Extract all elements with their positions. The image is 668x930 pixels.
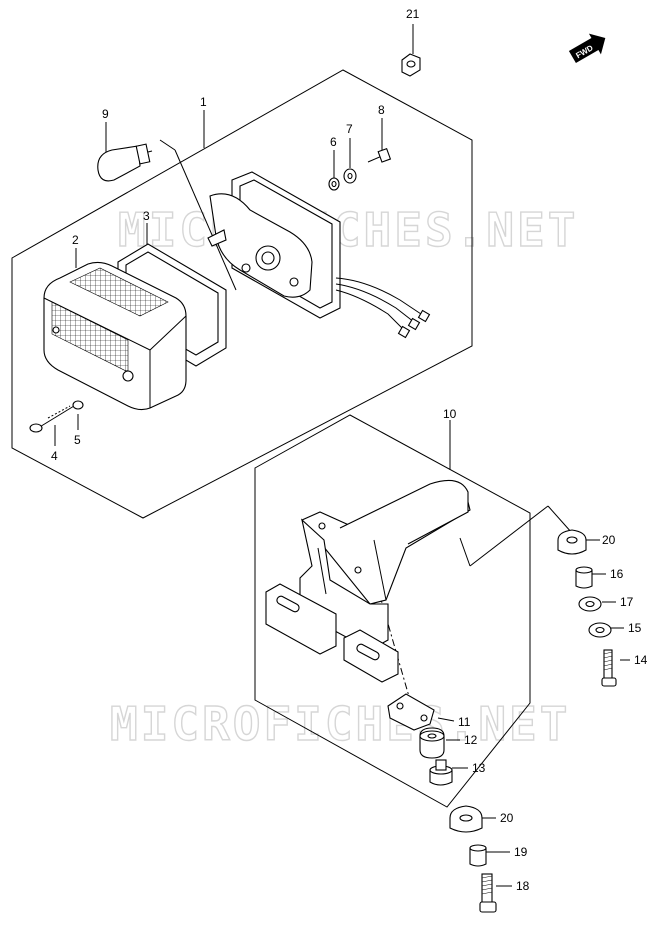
washer-15 (588, 622, 612, 638)
screw-4 (29, 405, 75, 433)
leader-lines (54, 24, 630, 887)
callout-13: 13 (472, 761, 486, 775)
collar-13 (429, 759, 453, 786)
callout-8: 8 (378, 103, 385, 117)
bolt-18 (479, 873, 497, 913)
bolt-8 (367, 147, 392, 163)
callout-1: 1 (200, 95, 207, 109)
callout-19: 19 (514, 845, 528, 859)
assembly-frame-1 (11, 69, 473, 519)
washer-17 (578, 596, 602, 612)
callout-18: 18 (516, 879, 530, 893)
callout-9: 9 (102, 107, 109, 121)
watermark-bottom: MICROFICHES.NET (110, 697, 570, 751)
plate-11 (387, 693, 435, 731)
washer-5 (72, 400, 84, 410)
watermark-top: MICROFICHES.NET (118, 203, 578, 257)
spacer-19 (469, 844, 487, 867)
callout-6: 6 (330, 135, 337, 149)
bulb-9 (97, 143, 153, 182)
callout-12: 12 (464, 733, 478, 747)
fwd-arrow-icon: FWD (568, 33, 606, 64)
callout-2: 2 (72, 233, 79, 247)
nut-20-upper (557, 529, 587, 555)
housing-1 (207, 171, 431, 339)
callout-7: 7 (346, 122, 353, 136)
lens-2 (43, 261, 187, 411)
callout-4: 4 (51, 449, 58, 463)
callout-3: 3 (143, 209, 150, 223)
callout-5: 5 (74, 433, 81, 447)
assembly-frame-10 (254, 414, 531, 808)
cushion-12 (419, 727, 445, 759)
nut-21 (401, 53, 421, 77)
bracket-10 (265, 479, 471, 683)
callout-20-lower: 20 (500, 811, 514, 825)
callout-11: 11 (458, 715, 471, 729)
callout-14: 14 (634, 653, 648, 667)
nut-20-lower (449, 805, 483, 833)
spacer-16 (575, 566, 593, 589)
washer-6 (328, 177, 340, 191)
bolt-14 (601, 649, 617, 687)
callout-17: 17 (620, 595, 634, 609)
callout-21: 21 (406, 7, 420, 21)
callout-16: 16 (610, 567, 624, 581)
callout-20-upper: 20 (602, 533, 616, 547)
callout-15: 15 (628, 621, 642, 635)
washer-7 (343, 168, 357, 184)
callout-10: 10 (443, 407, 457, 421)
